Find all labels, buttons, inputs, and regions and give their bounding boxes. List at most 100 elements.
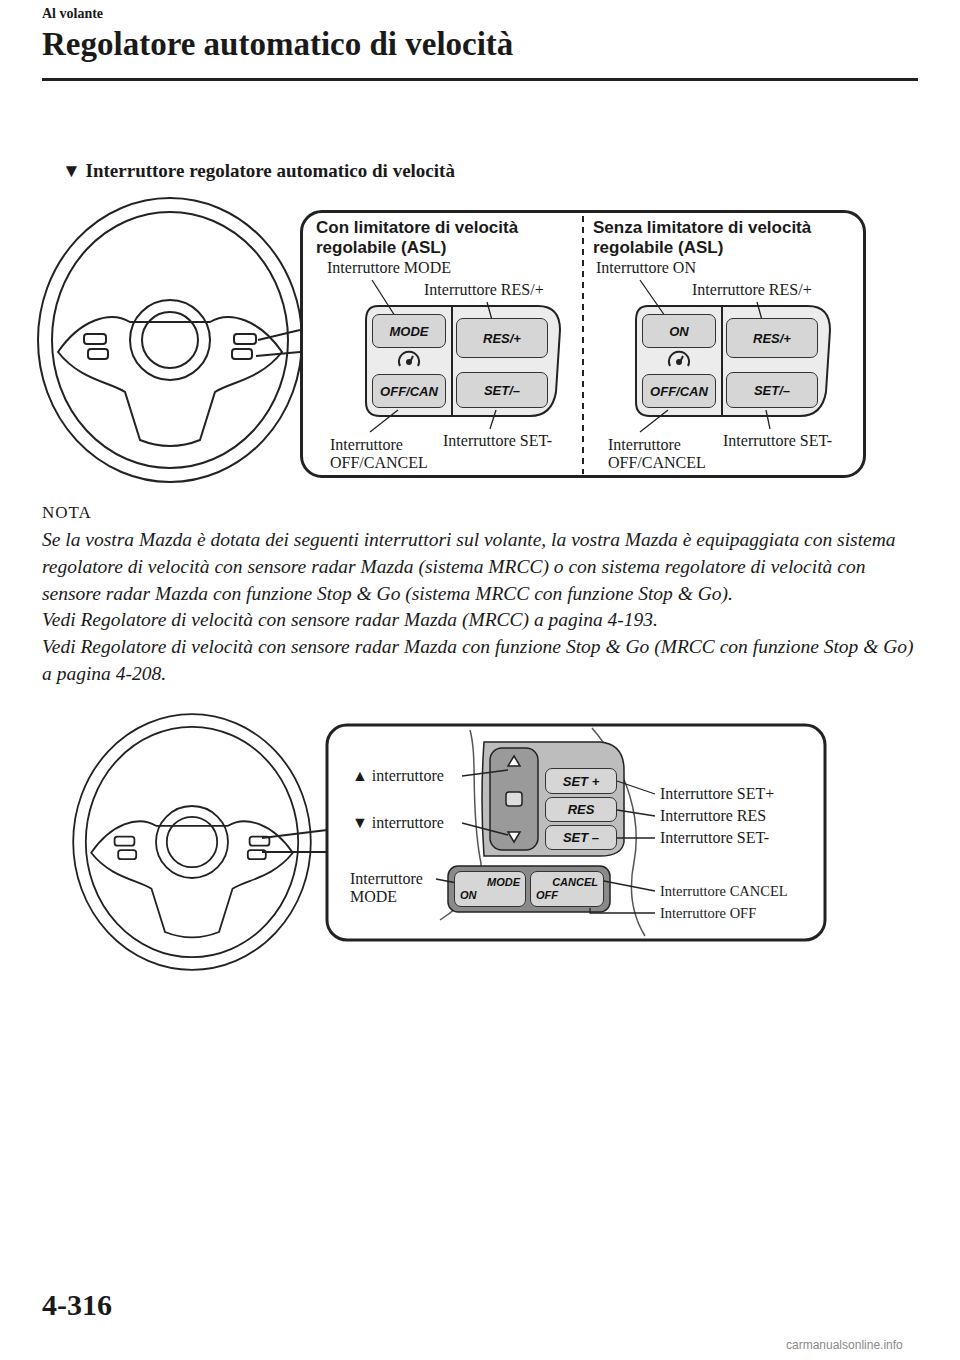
button-text: OFF <box>531 889 558 902</box>
switch-button: RES <box>545 797 617 822</box>
spoke-outline <box>440 730 481 920</box>
cruise-icon <box>407 360 411 364</box>
switch-button: SET + <box>545 768 617 794</box>
leader-line <box>604 881 655 891</box>
button-text: RES/+ <box>753 331 791 346</box>
cruise-icon <box>669 352 689 366</box>
callout-link <box>262 830 327 852</box>
button-text: RES <box>568 802 595 817</box>
callout-label: Interruttore SET- <box>660 829 769 847</box>
cruise-icon <box>677 360 681 364</box>
callout-label: Interruttore OFF <box>660 905 756 922</box>
switch-button: OFF/CAN <box>372 374 446 408</box>
leader-line <box>370 410 398 432</box>
switch-button: SET – <box>545 825 617 850</box>
header-rule <box>42 78 918 81</box>
button-text: CANCEL <box>552 876 603 889</box>
callout-link <box>256 330 300 356</box>
note-block: NOTASe la vostra Mazda è dotata dei segu… <box>42 503 922 688</box>
button-text: MODE <box>390 324 429 339</box>
callout-label: ▲ interruttore <box>352 767 444 785</box>
steering-wheel <box>38 198 302 482</box>
leader-line <box>462 823 508 835</box>
page-number: 4-316 <box>42 1288 112 1322</box>
cruise-icon <box>669 352 689 366</box>
note-text: Vedi Regolatore di velocità con sensore … <box>42 607 922 634</box>
page-title: Regolatore automatico di velocità <box>42 26 513 63</box>
leader-line <box>372 280 395 316</box>
note-text: Vedi Regolatore di velocità con sensore … <box>42 634 922 688</box>
callout-label: Interruttore OFF/CANCEL <box>330 436 460 472</box>
switch-button: RES/+ <box>726 318 818 358</box>
switch-housing <box>482 742 624 856</box>
leader-line <box>640 280 665 316</box>
leader-line <box>436 770 655 913</box>
cruise-icon <box>399 352 419 366</box>
switch-housing <box>366 306 452 416</box>
section-heading: ▼ Interruttore regolatore automatico di … <box>62 160 455 182</box>
switch-housing <box>508 832 520 842</box>
steering-wheel <box>73 714 311 970</box>
callout-label: Interruttore OFF/CANCEL <box>608 436 738 472</box>
button-text: SET + <box>563 774 600 789</box>
steering-wheel <box>73 714 311 970</box>
callout-label: Interruttore ON <box>596 259 696 277</box>
switch-housing <box>452 306 560 416</box>
switch-housing <box>506 792 522 806</box>
switch-housing <box>366 306 830 416</box>
button-text: SET – <box>563 830 599 845</box>
switch-button: ON <box>642 314 716 348</box>
leader-line <box>766 410 770 429</box>
callout-label: Interruttore RES/+ <box>424 281 544 299</box>
leader-line <box>462 770 508 776</box>
switch-housing <box>448 742 624 912</box>
cruise-icon <box>399 352 419 366</box>
switch-button: RES/+ <box>456 318 548 358</box>
switch-housing <box>448 866 610 912</box>
note-heading: NOTA <box>42 503 922 523</box>
callout-link <box>256 330 300 356</box>
switch-housing <box>508 756 520 766</box>
switch-button: MODEON <box>454 871 526 907</box>
leader-line <box>640 410 668 432</box>
button-text: OFF/CAN <box>380 384 438 399</box>
switch-housing <box>490 748 538 850</box>
callout-label: Interruttore RES <box>660 807 766 825</box>
watermark: carmanualsonline.info <box>786 1338 903 1352</box>
switch-button: SET/– <box>726 372 818 408</box>
callout-label: Interruttore SET- <box>443 432 552 450</box>
callout-label: Interruttore RES/+ <box>692 281 812 299</box>
callout-label: ▼ interruttore <box>352 814 444 832</box>
callout-label: Interruttore CANCEL <box>660 883 788 900</box>
header-rule <box>42 78 918 81</box>
button-text: SET/– <box>754 383 790 398</box>
callout-label: Interruttore SET- <box>723 432 832 450</box>
figure-frame <box>327 725 825 940</box>
running-header: Al volante <box>42 6 103 22</box>
panel-divider <box>583 216 584 474</box>
switch-button: MODE <box>372 314 446 348</box>
callout-label: Interruttore MODE <box>327 259 451 277</box>
panel-heading: Senza limitatore di velocità regolabile … <box>593 218 855 258</box>
leader-line <box>617 810 655 816</box>
figure-frame <box>327 725 825 940</box>
callout-label: Interruttore SET+ <box>660 785 774 803</box>
leader-line <box>617 781 655 794</box>
switch-button: SET/– <box>456 372 548 408</box>
steering-wheel <box>38 198 302 482</box>
leader-line <box>590 908 655 913</box>
button-text: MODE <box>487 876 525 889</box>
switch-housing <box>722 306 830 416</box>
button-text: OFF/CAN <box>650 384 708 399</box>
callout-label: Interruttore MODE <box>350 870 450 906</box>
spoke-outline <box>440 728 645 936</box>
leader-line <box>370 280 770 432</box>
figure-panel: Con limitatore di velocità regolabile (A… <box>300 210 866 478</box>
switch-button: OFF/CAN <box>642 374 716 408</box>
button-text: RES/+ <box>483 331 521 346</box>
leader-line <box>490 410 496 429</box>
panel-divider <box>582 216 584 474</box>
button-text: ON <box>669 324 689 339</box>
panel-heading: Con limitatore di velocità regolabile (A… <box>316 218 574 258</box>
